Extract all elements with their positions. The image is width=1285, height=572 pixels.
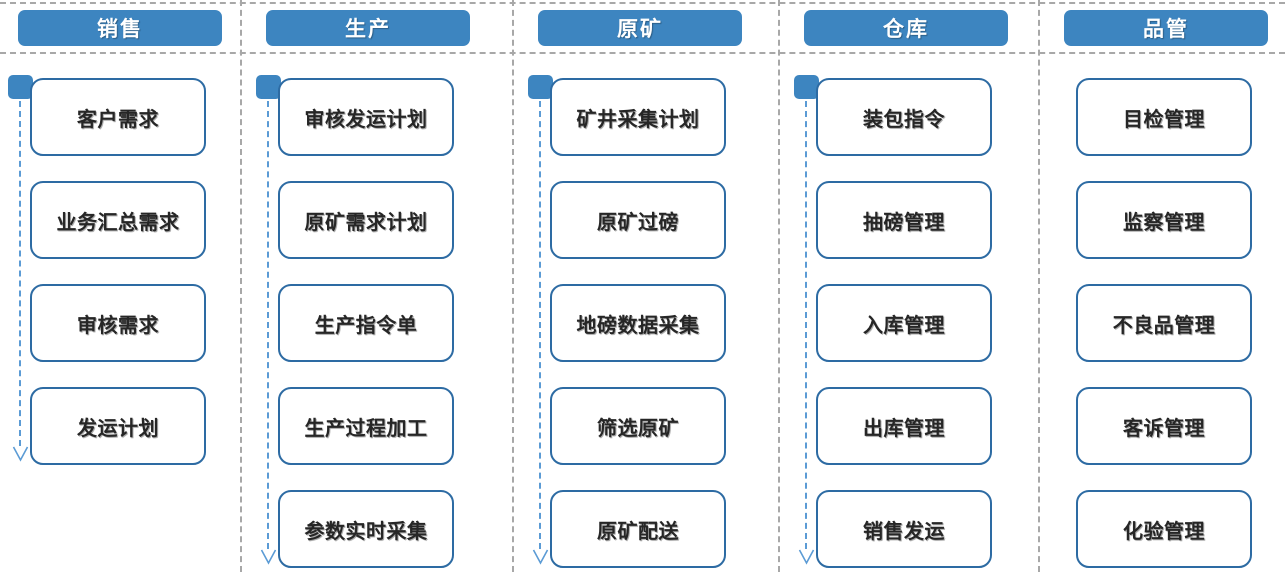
process-step-box[interactable]: 生产过程加工 xyxy=(278,387,454,465)
process-step-label: 生产过程加工 xyxy=(304,417,428,440)
process-step-box[interactable]: 原矿过磅 xyxy=(550,181,726,259)
step-list: 装包指令抽磅管理入库管理出库管理销售发运 xyxy=(816,78,992,572)
column-divider xyxy=(1038,0,1040,572)
column-header-1[interactable]: 销售 xyxy=(18,10,222,46)
process-step-label: 参数实时采集 xyxy=(304,520,428,543)
process-step-label: 业务汇总需求 xyxy=(56,211,180,234)
process-step-box[interactable]: 目检管理 xyxy=(1076,78,1252,156)
process-step-label: 监察管理 xyxy=(1123,211,1205,234)
process-step-label: 化验管理 xyxy=(1123,520,1205,543)
process-step-box[interactable]: 地磅数据采集 xyxy=(550,284,726,362)
process-step-label: 原矿过磅 xyxy=(597,211,679,234)
step-list: 矿井采集计划原矿过磅地磅数据采集筛选原矿原矿配送 xyxy=(550,78,726,572)
process-step-box[interactable]: 监察管理 xyxy=(1076,181,1252,259)
process-step-label: 筛选原矿 xyxy=(597,417,679,440)
process-step-label: 地磅数据采集 xyxy=(576,314,700,337)
process-step-label: 不良品管理 xyxy=(1112,314,1216,337)
column-header-2[interactable]: 生产 xyxy=(266,10,470,46)
process-step-box[interactable]: 筛选原矿 xyxy=(550,387,726,465)
process-step-label: 客诉管理 xyxy=(1123,417,1205,440)
flow-arrow-line xyxy=(539,101,541,549)
header-bottom-divider xyxy=(0,52,1285,54)
flow-start-marker-icon xyxy=(256,75,281,99)
column-header-4[interactable]: 仓库 xyxy=(804,10,1008,46)
arrow-down-icon xyxy=(532,549,549,565)
flow-arrow-line xyxy=(19,101,21,446)
process-step-label: 销售发运 xyxy=(863,520,945,543)
process-step-box[interactable]: 审核发运计划 xyxy=(278,78,454,156)
process-step-box[interactable]: 化验管理 xyxy=(1076,490,1252,568)
process-step-box[interactable]: 不良品管理 xyxy=(1076,284,1252,362)
arrow-down-icon xyxy=(12,446,29,462)
process-step-box[interactable]: 抽磅管理 xyxy=(816,181,992,259)
process-step-label: 抽磅管理 xyxy=(863,211,945,234)
arrow-down-icon xyxy=(798,549,815,565)
process-step-box[interactable]: 出库管理 xyxy=(816,387,992,465)
process-step-box[interactable]: 销售发运 xyxy=(816,490,992,568)
process-step-label: 出库管理 xyxy=(863,417,945,440)
process-step-box[interactable]: 审核需求 xyxy=(30,284,206,362)
process-step-label: 入库管理 xyxy=(863,314,945,337)
process-step-box[interactable]: 发运计划 xyxy=(30,387,206,465)
process-step-box[interactable]: 业务汇总需求 xyxy=(30,181,206,259)
process-step-label: 原矿配送 xyxy=(597,520,679,543)
process-step-box[interactable]: 原矿需求计划 xyxy=(278,181,454,259)
column-divider xyxy=(778,0,780,572)
process-step-label: 装包指令 xyxy=(863,108,945,131)
column-divider xyxy=(240,0,242,572)
process-step-box[interactable]: 客诉管理 xyxy=(1076,387,1252,465)
column-divider xyxy=(512,0,514,572)
flow-start-marker-icon xyxy=(528,75,553,99)
process-step-label: 生产指令单 xyxy=(314,314,418,337)
process-column: 原矿矿井采集计划原矿过磅地磅数据采集筛选原矿原矿配送 xyxy=(520,0,760,572)
process-step-label: 审核需求 xyxy=(77,314,159,337)
flow-start-marker-icon xyxy=(794,75,819,99)
process-column: 销售客户需求业务汇总需求审核需求发运计划 xyxy=(0,0,240,572)
column-header-5[interactable]: 品管 xyxy=(1064,10,1268,46)
process-step-box[interactable]: 参数实时采集 xyxy=(278,490,454,568)
process-step-label: 客户需求 xyxy=(77,108,159,131)
process-step-label: 发运计划 xyxy=(77,417,159,440)
process-step-box[interactable]: 原矿配送 xyxy=(550,490,726,568)
flow-arrow-line xyxy=(805,101,807,549)
step-list: 目检管理监察管理不良品管理客诉管理化验管理 xyxy=(1076,78,1252,572)
process-step-label: 审核发运计划 xyxy=(304,108,428,131)
arrow-down-icon xyxy=(260,549,277,565)
process-step-label: 原矿需求计划 xyxy=(304,211,428,234)
process-step-box[interactable]: 装包指令 xyxy=(816,78,992,156)
process-step-label: 矿井采集计划 xyxy=(576,108,700,131)
process-step-box[interactable]: 矿井采集计划 xyxy=(550,78,726,156)
step-list: 客户需求业务汇总需求审核需求发运计划 xyxy=(30,78,206,490)
process-step-box[interactable]: 入库管理 xyxy=(816,284,992,362)
process-step-box[interactable]: 生产指令单 xyxy=(278,284,454,362)
flow-arrow-line xyxy=(267,101,269,549)
process-column: 生产审核发运计划原矿需求计划生产指令单生产过程加工参数实时采集 xyxy=(248,0,488,572)
process-step-label: 目检管理 xyxy=(1123,108,1205,131)
flow-start-marker-icon xyxy=(8,75,33,99)
process-column: 品管目检管理监察管理不良品管理客诉管理化验管理 xyxy=(1046,0,1285,572)
process-step-box[interactable]: 客户需求 xyxy=(30,78,206,156)
column-header-3[interactable]: 原矿 xyxy=(538,10,742,46)
top-divider xyxy=(0,2,1285,4)
process-column: 仓库装包指令抽磅管理入库管理出库管理销售发运 xyxy=(786,0,1026,572)
step-list: 审核发运计划原矿需求计划生产指令单生产过程加工参数实时采集 xyxy=(278,78,454,572)
